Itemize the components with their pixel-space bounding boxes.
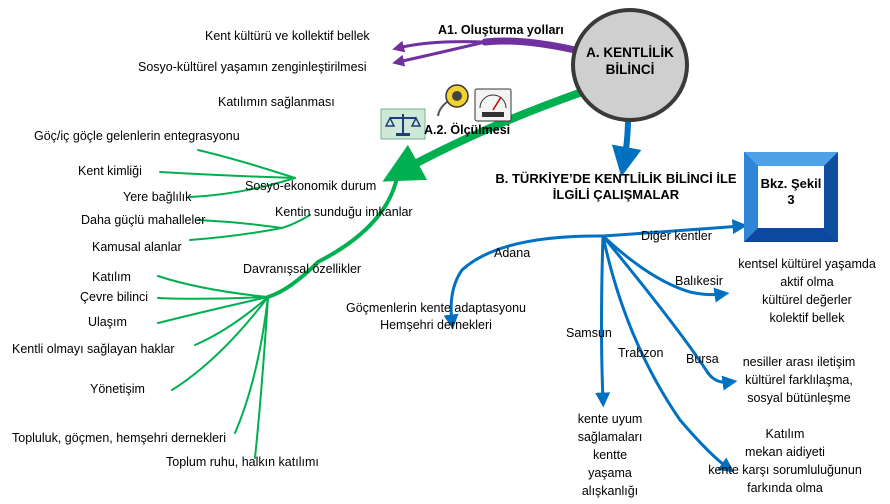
- samsun-text: alışkanlığı: [581, 484, 639, 498]
- samsun-text: sağlamaları: [577, 430, 643, 444]
- a1-item: Katılımın sağlanması: [218, 95, 335, 109]
- trabzon-text: kente karşı sorumluluğunun: [708, 463, 862, 477]
- a2-behav-item: Toplum ruhu, halkın katılımı: [166, 455, 319, 469]
- samsun-text: yaşama: [588, 466, 632, 480]
- a2-branch-lines: [157, 88, 586, 459]
- hub-title: A. KENTLİLİK BİLİNCİ: [586, 45, 674, 77]
- a2-behav-item: Ulaşım: [88, 315, 127, 329]
- adana-text: Göçmenlerin kente adaptasyonu: [346, 301, 526, 315]
- a2-behav-item: Çevre bilinci: [80, 290, 149, 304]
- a2-city-item: Kamusal alanlar: [92, 240, 182, 254]
- balikesir-text: kültürel değerler: [762, 293, 852, 307]
- hub-node: [571, 8, 689, 122]
- city-balikesir: Balıkesir: [675, 274, 723, 288]
- a2-socio-item: Yere bağlılık: [123, 190, 192, 204]
- bursa-text: sosyal bütünleşme: [747, 391, 851, 405]
- a2-label: A.2. Ölçülmesi: [424, 123, 511, 137]
- a2-behav-item: Kentli olmayı sağlayan haklar: [12, 342, 175, 356]
- scales-icon: [380, 108, 426, 140]
- city-trabzon: Trabzon: [618, 346, 664, 360]
- adana-text: Hemşehri dernekleri: [380, 318, 492, 332]
- a2-behav-item: Topluluk, göçmen, hemşehri dernekleri: [12, 431, 226, 445]
- reference-box: [744, 152, 838, 242]
- city-adana: Adana: [494, 246, 531, 260]
- city-diger: Diğer kentler: [641, 229, 712, 243]
- trabzon-text: Katılım: [765, 427, 805, 441]
- a2-behav-item: Yönetişim: [90, 382, 145, 396]
- trabzon-text: mekan aidiyeti: [745, 445, 825, 459]
- a2-city-item: Daha güçlü mahalleler: [81, 213, 206, 227]
- a1-item: Kent kültürü ve kollektif bellek: [205, 29, 370, 43]
- a2-socio-label: Sosyo-ekonomik durum: [245, 179, 377, 193]
- b-label: B. TÜRKİYE’DE KENTLİLİK BİLİNCİ İLE İLGİ…: [495, 171, 737, 202]
- samsun-text: kente uyum: [577, 412, 643, 426]
- balikesir-text: aktif olma: [780, 275, 834, 289]
- trabzon-text: farkında olma: [747, 481, 823, 495]
- a2-socio-item: Kent kimliği: [78, 164, 142, 178]
- reference-label: Bkz. Şekil 3: [760, 176, 822, 207]
- balikesir-text: kentsel kültürel yaşamda: [738, 257, 876, 271]
- a2-city-label: Kentin sunduğu imkanlar: [275, 205, 413, 219]
- a1-label: A1. Oluşturma yolları: [438, 23, 564, 37]
- tape-measure-icon: [437, 84, 469, 117]
- balikesir-text: kolektif bellek: [769, 311, 845, 325]
- a1-branch-lines: [392, 37, 579, 67]
- a1-item: Sosyo-kültürel yaşamın zenginleştirilmes…: [138, 60, 367, 74]
- gauge-meter-icon: [474, 88, 512, 122]
- city-samsun: Samsun: [566, 326, 612, 340]
- bursa-text: nesiller arası iletişim: [742, 355, 856, 369]
- city-bursa: Bursa: [686, 352, 719, 366]
- a2-behav-item: Katılım: [92, 270, 131, 284]
- a2-behav-label: Davranışsal özellikler: [243, 262, 362, 276]
- a2-socio-item: Göç/iç göçle gelenlerin entegrasyonu: [34, 129, 240, 143]
- samsun-text: kentte: [592, 448, 628, 462]
- bursa-text: kültürel farklılaşma,: [745, 373, 853, 387]
